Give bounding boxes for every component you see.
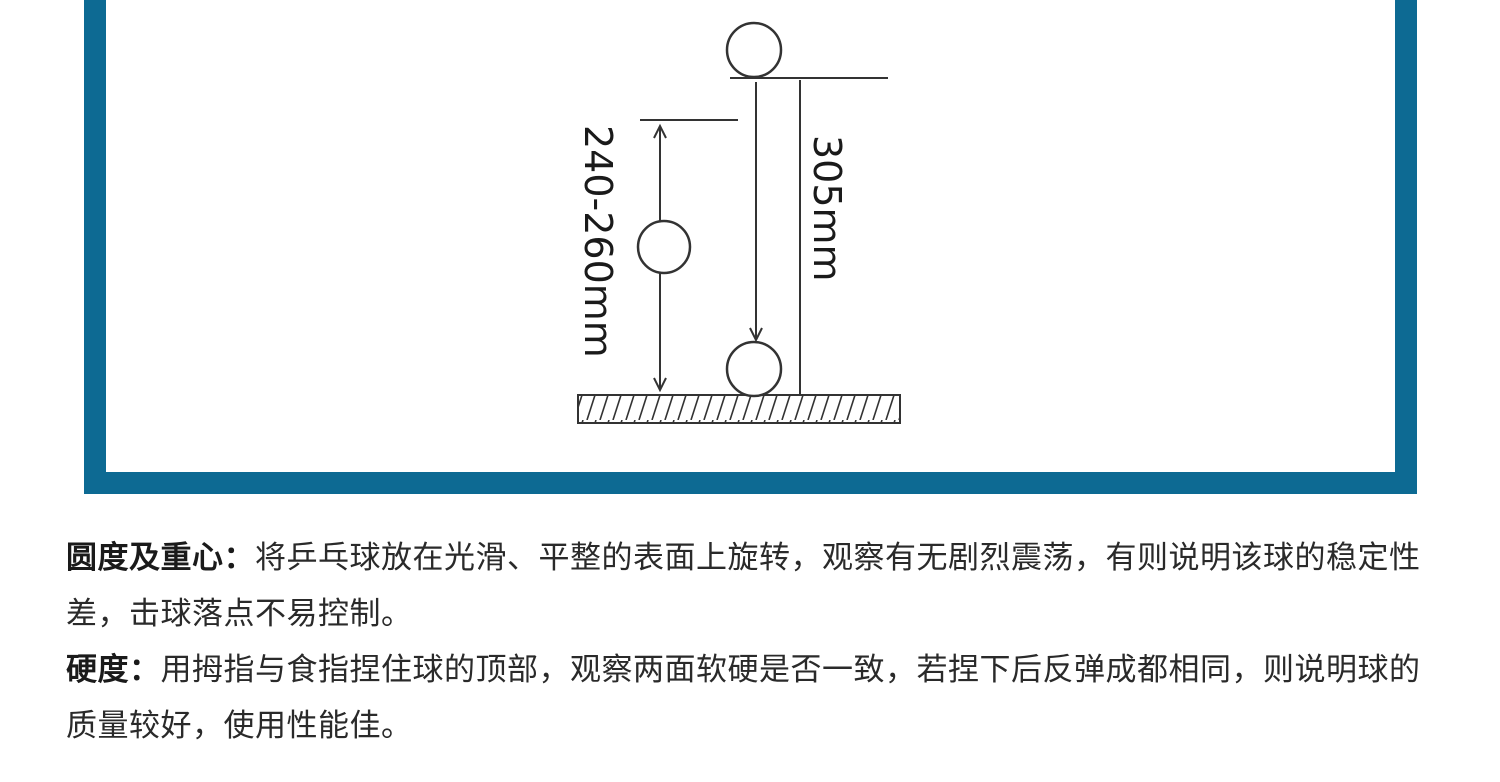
ground-surface xyxy=(577,394,901,424)
ball-ground-position xyxy=(725,340,783,398)
ball-drop-position xyxy=(725,21,783,79)
paragraph-roundness: 圆度及重心：将乒乓球放在光滑、平整的表面上旋转，观察有无剧烈震荡，有则说明该球的… xyxy=(66,530,1446,642)
paragraph-roundness-text: 将乒乓球放在光滑、平整的表面上旋转，观察有无剧烈震荡，有则说明该球的稳定性差，击… xyxy=(66,540,1421,632)
bounce-test-diagram: 240-260mm 305mm xyxy=(576,21,901,424)
paragraph-hardness: 硬度：用拇指与食指捏住球的顶部，观察两面软硬是否一致，若捏下后反弹成都相同，则说… xyxy=(66,642,1446,754)
paragraph-hardness-label: 硬度： xyxy=(66,652,161,688)
paragraph-hardness-text: 用拇指与食指捏住球的顶部，观察两面软硬是否一致，若捏下后反弹成都相同，则说明球的… xyxy=(66,652,1421,744)
rebound-height-label: 240-260mm xyxy=(576,125,620,358)
ball-rebound-position xyxy=(636,219,692,275)
paragraph-roundness-label: 圆度及重心： xyxy=(66,540,255,576)
drop-height-label: 305mm xyxy=(805,135,849,282)
